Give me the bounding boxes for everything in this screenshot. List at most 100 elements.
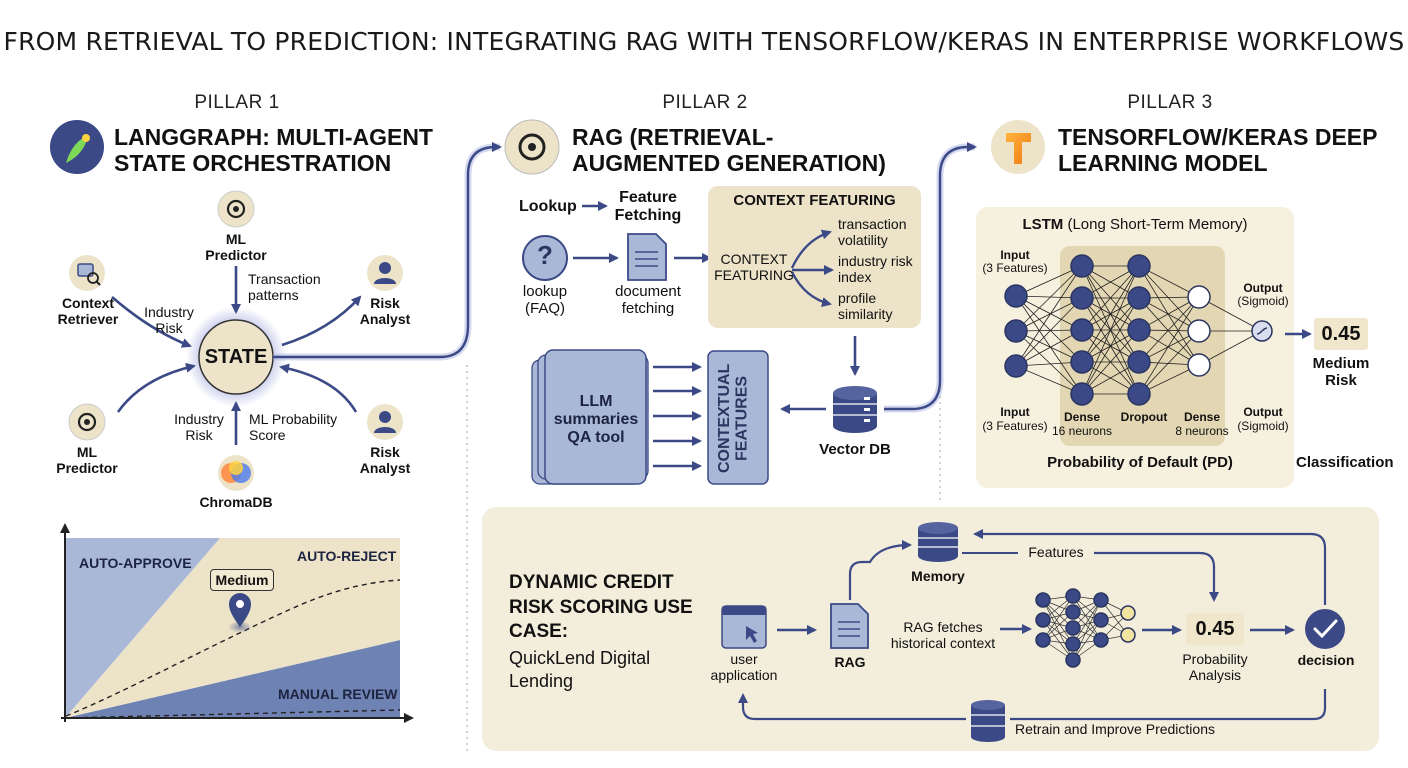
nn-edge bbox=[1015, 265, 1083, 297]
nn-node bbox=[1035, 592, 1051, 608]
output-bottom-label: Output bbox=[1243, 405, 1283, 419]
nn-edge bbox=[1042, 595, 1074, 641]
question-mark-glyph: ? bbox=[537, 240, 553, 270]
nn-node bbox=[1070, 350, 1094, 374]
auto-approve-label: AUTO-APPROVE bbox=[79, 555, 192, 571]
nn-node bbox=[1070, 382, 1094, 406]
retrain-label: Retrain and Improve Predictions bbox=[1015, 721, 1215, 737]
chromadb-label: ChromaDB bbox=[199, 494, 273, 510]
dense16-sub: 16 neurons bbox=[1051, 424, 1113, 438]
user-application-icon bbox=[721, 605, 767, 649]
feature-transaction-volatility: transaction volatility bbox=[838, 216, 907, 248]
pillar-2-heading: RAG (RETRIEVAL-AUGMENTED GENERATION) bbox=[572, 124, 886, 176]
contextual-features-box bbox=[707, 350, 769, 485]
connector-arrow-1 bbox=[273, 142, 502, 359]
nn-edge bbox=[1015, 295, 1083, 331]
hidden-layers-panel bbox=[1060, 246, 1225, 446]
nn-node bbox=[1187, 319, 1211, 343]
nn-node bbox=[1035, 612, 1051, 628]
input-bottom-sub: (3 Features) bbox=[982, 419, 1048, 433]
nn-node bbox=[1127, 350, 1151, 374]
llm-feed-arrows bbox=[653, 362, 702, 471]
nn-edge bbox=[1015, 330, 1083, 363]
risk-analyst-top-label: Risk Analyst bbox=[359, 295, 411, 327]
llm-summaries-label: LLM summaries QA tool bbox=[553, 393, 639, 446]
dense16-label: Dense bbox=[1063, 410, 1101, 424]
nn-node bbox=[1093, 612, 1109, 628]
memory-label: Memory bbox=[911, 568, 965, 584]
nn-edge bbox=[1138, 330, 1200, 395]
nn-edge bbox=[1042, 599, 1074, 661]
auto-reject-label: AUTO-REJECT bbox=[297, 548, 397, 564]
dense8-sub: 8 neurons bbox=[1175, 424, 1229, 438]
ml-probability-score-label: ML Probability Score bbox=[249, 411, 338, 443]
use-case-heading: DYNAMIC CREDIT RISK SCORING USE CASE: bbox=[509, 572, 693, 643]
retrain-db-icon bbox=[971, 700, 1005, 742]
rag-label: RAG bbox=[834, 654, 866, 670]
nn-edge bbox=[1042, 619, 1074, 661]
nn-edge bbox=[1072, 599, 1102, 645]
dense8-label: Dense bbox=[1183, 410, 1221, 424]
rag-document-icon bbox=[830, 603, 869, 649]
pillar-2-label: PILLAR 2 bbox=[662, 92, 748, 113]
llm-stack bbox=[531, 349, 649, 485]
nn-edge bbox=[1042, 599, 1074, 645]
pillar-1-heading: LANGGRAPH: MULTI-AGENT STATE ORCHESTRATI… bbox=[114, 124, 433, 176]
nn-node bbox=[1187, 353, 1211, 377]
nn-edge bbox=[1015, 295, 1083, 363]
use-case-panel bbox=[482, 507, 1379, 751]
rag-fetch-label: RAG fetches historical context bbox=[890, 619, 996, 651]
lookup-faq-label: lookup (FAQ) bbox=[522, 283, 568, 317]
dropout-label: Dropout bbox=[1120, 410, 1168, 424]
input-top-label: Input bbox=[1000, 248, 1030, 262]
context-retriever-label: Context Retriever bbox=[57, 295, 119, 327]
nn-node bbox=[1070, 318, 1094, 342]
lookup-label: Lookup bbox=[519, 198, 577, 215]
nn-node bbox=[1065, 636, 1081, 652]
nn-node bbox=[1127, 254, 1151, 278]
nn-edge bbox=[1198, 330, 1263, 366]
industry-risk-left-label: Industry Risk bbox=[144, 304, 194, 336]
vector-db-label: Vector DB bbox=[819, 441, 891, 458]
memory-icon bbox=[918, 522, 958, 562]
output-top-label: Output bbox=[1243, 281, 1283, 295]
output-bottom-sub: (Sigmoid) bbox=[1237, 419, 1289, 433]
features-label: Features bbox=[1028, 544, 1084, 560]
input-bottom-label: Input bbox=[1000, 405, 1030, 419]
nn-node bbox=[1127, 382, 1151, 406]
lstm-title-rest: (Long Short-Term Memory) bbox=[1067, 216, 1248, 233]
nn-edge bbox=[1015, 265, 1083, 332]
nn-edge bbox=[1072, 619, 1102, 661]
nn-edge bbox=[1015, 329, 1083, 367]
nn-node bbox=[1070, 254, 1094, 278]
nn-node bbox=[1065, 620, 1081, 636]
nn-edge bbox=[1138, 265, 1200, 332]
nn-node bbox=[1065, 604, 1081, 620]
connector-arrow-2 bbox=[884, 142, 977, 411]
pillar-1-label: PILLAR 1 bbox=[194, 92, 280, 113]
use-case-value-badge: 0.45 bbox=[1186, 613, 1244, 645]
openai-icon bbox=[68, 403, 106, 441]
nn-node bbox=[1187, 285, 1211, 309]
nn-node bbox=[1004, 284, 1028, 308]
sigmoid-glyph bbox=[1256, 327, 1268, 335]
use-case-sub: QuickLend Digital Lending bbox=[509, 648, 651, 692]
state-label: STATE bbox=[204, 346, 268, 368]
nn-node bbox=[1120, 605, 1136, 621]
context-featuring-title: CONTEXT FEATURING bbox=[733, 192, 896, 209]
nn-node bbox=[1065, 652, 1081, 668]
input-top-sub: (3 Features) bbox=[982, 261, 1048, 275]
nn-edge bbox=[1081, 297, 1140, 395]
nn-edge bbox=[1138, 296, 1200, 363]
pd-value-badge: 0.45 bbox=[1314, 318, 1368, 350]
openai-icon bbox=[504, 119, 560, 175]
tensorflow-icon bbox=[991, 120, 1045, 174]
nn-edge bbox=[1015, 265, 1083, 367]
feature-branch-arrows bbox=[790, 229, 834, 307]
context-retriever-icon bbox=[69, 255, 105, 291]
neural-network-small bbox=[1035, 588, 1136, 668]
nn-edge bbox=[1138, 265, 1200, 366]
neural-network-lstm bbox=[1004, 254, 1273, 406]
